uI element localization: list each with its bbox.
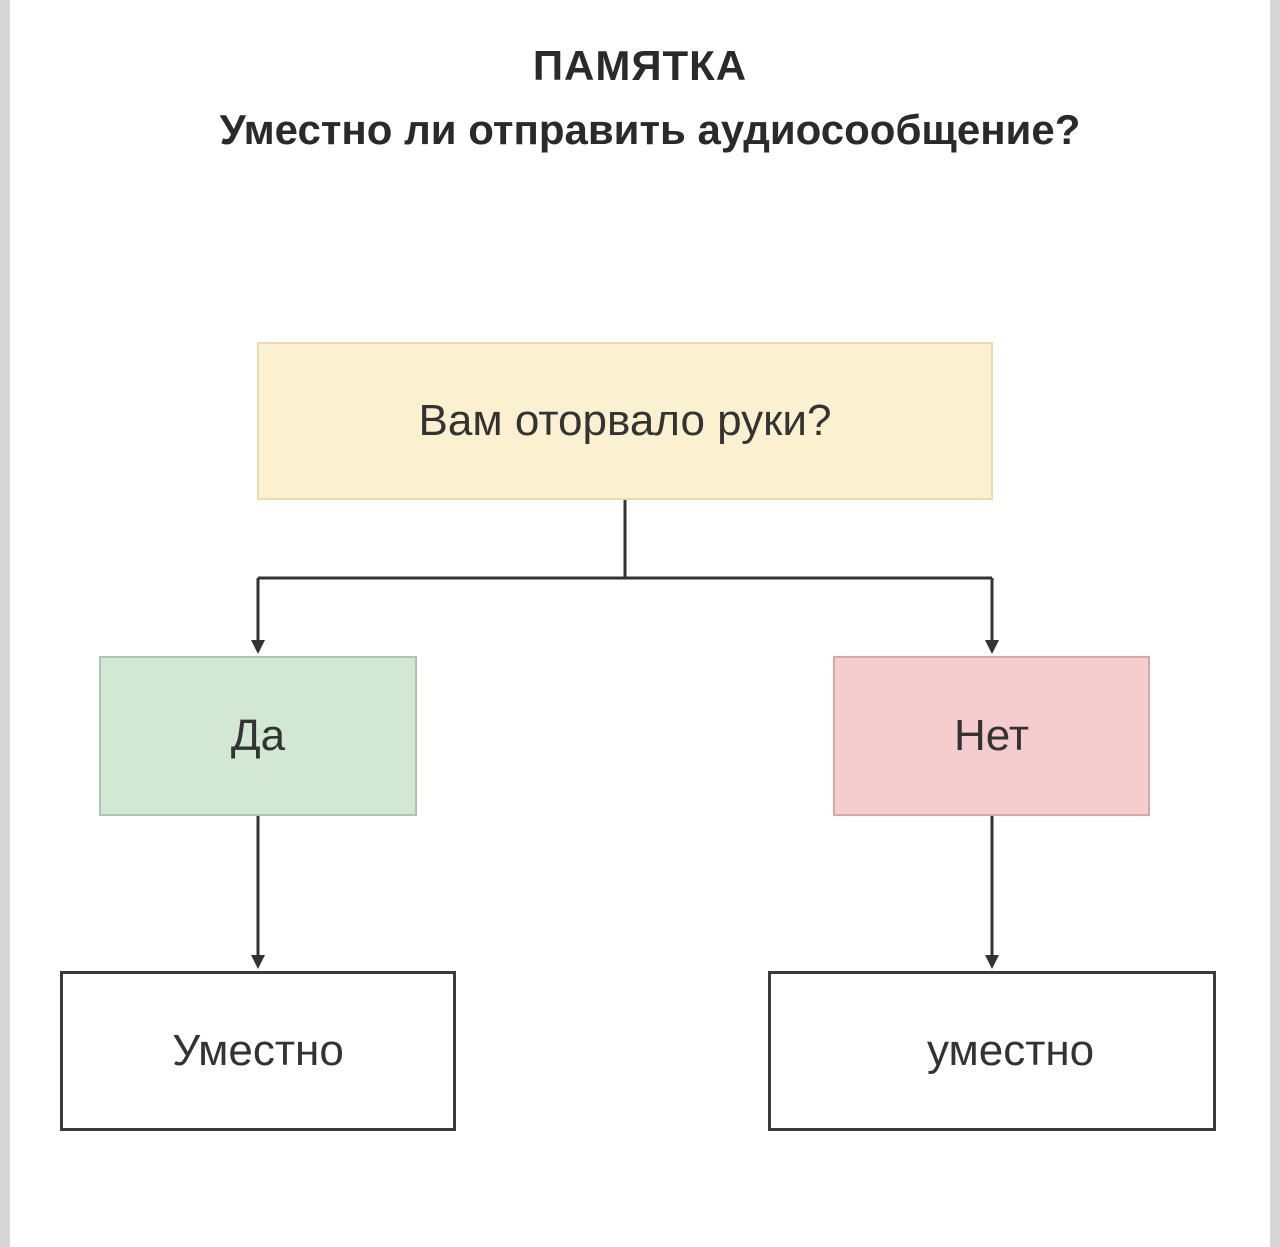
answer-yes-text: Да: [230, 711, 286, 760]
arrowhead-to-no: [985, 640, 999, 654]
frame-edge-left: [0, 0, 10, 1247]
question-node: Вам оторвало руки?: [257, 342, 993, 500]
answer-yes-node: Да: [99, 656, 417, 816]
frame-edge-right: [1270, 0, 1280, 1247]
arrowhead-to-yes: [251, 640, 265, 654]
result-no-node: уместно: [768, 971, 1216, 1131]
result-no-text: уместно: [927, 1026, 1095, 1075]
question-text: Вам оторвало руки?: [418, 396, 832, 445]
arrowhead-to-result-left: [251, 955, 265, 969]
page-subtitle: Уместно ли отправить аудиосообщение?: [219, 106, 1081, 153]
answer-no-text: Нет: [954, 711, 1029, 760]
page-title: ПАМЯТКА: [532, 42, 748, 89]
result-yes-node: Уместно: [60, 971, 456, 1131]
arrowhead-to-result-right: [985, 955, 999, 969]
result-yes-text: Уместно: [172, 1026, 344, 1075]
answer-no-node: Нет: [833, 656, 1150, 816]
